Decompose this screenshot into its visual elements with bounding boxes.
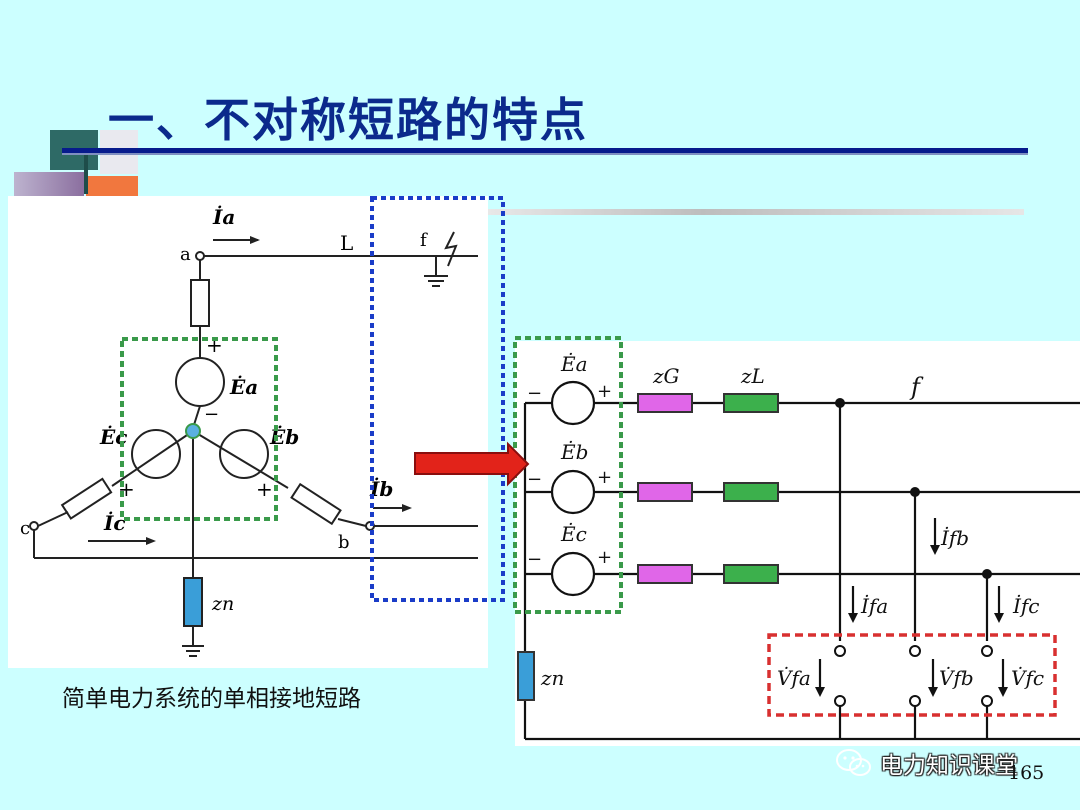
zn-block-right [517,651,535,701]
watermark: 电力知识课堂 [834,746,1018,780]
left-figure-caption: 简单电力系统的单相接地短路 [62,686,361,712]
emf-b-minus-right: − [527,469,542,490]
emf-a-minus-right: − [527,383,542,404]
corner-decoration-orange [86,176,138,198]
zl-block-c [723,564,779,584]
watermark-text: 电力知识课堂 [880,753,1018,779]
voltage-label-fb: V̇fb [939,666,974,690]
current-label-fc: İfc [1012,594,1040,618]
line-label-l: L [340,231,353,255]
current-label-b: İb [369,477,393,501]
emf-label-a-right: Ėa [560,352,588,376]
equivalent-circuit-diagram: − + − + − + Ėa Ėb Ėc zG zL f zn İfb İfa … [517,352,1080,741]
title-underline [62,148,1028,153]
emf-label-c-right: Ėc [560,522,587,546]
single-line-ground-fault-schematic: a c b L f İa İc İb Ėa Ėc Ėb + − + + zn [20,205,478,657]
slide-title: 一、不对称短路的特点 [108,93,588,147]
emf-c-minus-right: − [527,549,542,570]
emf-label-b: Ėb [269,425,299,449]
page-number: 165 [1008,762,1045,784]
current-label-c: İc [103,511,126,535]
current-label-a: İa [212,205,235,229]
zn-label-left: zn [211,593,234,615]
corner-decoration-purple [14,172,84,198]
zg-block-a [637,393,693,413]
current-label-fb: İfb [940,526,969,550]
emf-c-plus-right: + [597,547,612,568]
neutral-impedance-block [183,577,203,627]
current-label-fa: İfa [860,594,888,618]
emf-a-plus-right: + [597,381,612,402]
wechat-icon [836,749,871,776]
voltage-label-fa: V̇fa [777,666,811,690]
emf-b-plus-right: + [597,467,612,488]
fault-label-f: f [420,230,428,251]
fault-label-right: f [909,373,924,401]
zl-label: zL [740,364,765,388]
zg-label: zG [652,364,680,388]
zg-block-c [637,564,693,584]
node-label-c: c [20,518,30,539]
emf-label-a: Ėa [229,375,258,399]
zl-block-b [723,482,779,502]
corner-decoration-bar [84,150,88,194]
zg-block-b [637,482,693,502]
emf-b-plus: + [256,477,273,501]
emf-a-minus: − [204,404,219,425]
emf-c-plus: + [118,477,135,501]
voltage-label-fc: V̇fc [1011,666,1044,690]
emf-a-plus: + [206,333,223,357]
node-label-b: b [338,532,350,553]
zl-block-a [723,393,779,413]
zn-label-right: zn [540,666,564,690]
neutral-point [185,423,201,439]
node-label-a: a [180,244,191,265]
decorative-gray-rule [488,209,1024,215]
title-underline-shadow [62,153,1028,155]
emf-label-b-right: Ėb [560,440,588,464]
emf-label-c: Ėc [99,425,127,449]
